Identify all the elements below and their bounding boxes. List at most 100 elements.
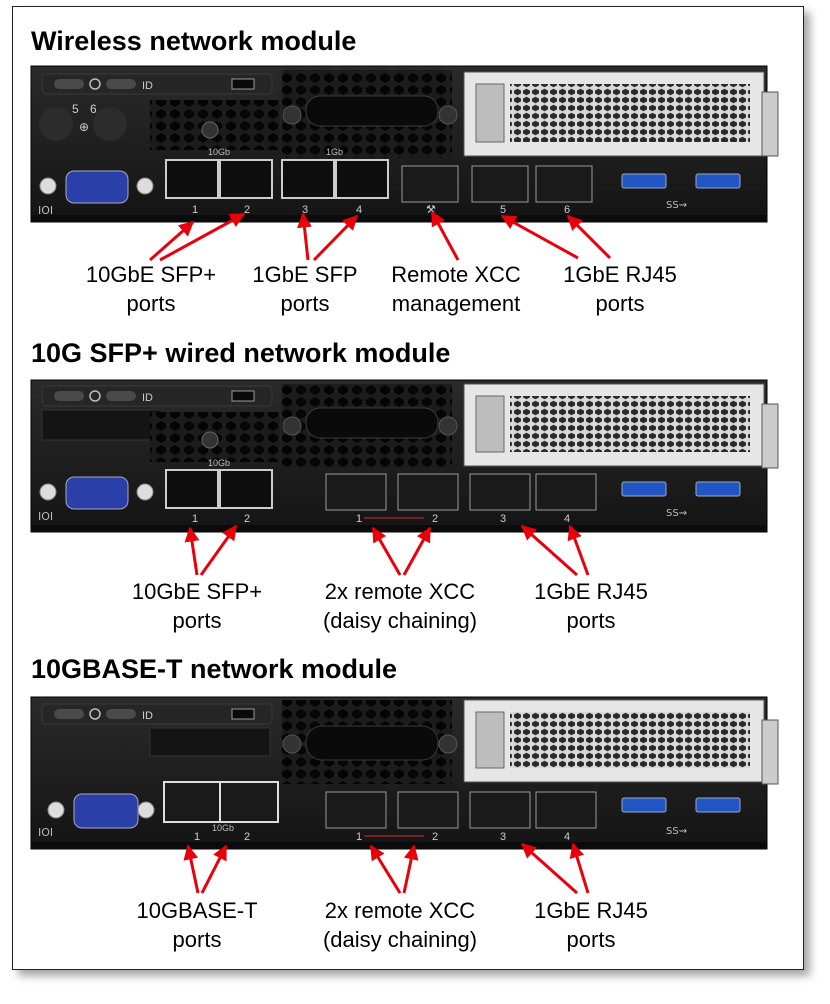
sfp-port (335, 159, 389, 199)
led-pill (106, 709, 136, 719)
callout-line: ports (566, 927, 616, 952)
led-pill (54, 391, 84, 401)
callout-label: 1GbE SFP ports (252, 260, 357, 318)
callout-line: 10GbE SFP+ (131, 579, 263, 604)
chassis-edge (31, 842, 767, 849)
id-label: ID (142, 392, 153, 404)
vga-label: IOI (38, 204, 53, 217)
status-strip (41, 703, 273, 725)
drive-latch (475, 395, 505, 453)
callout-line: 10GbE SFP+ (85, 262, 217, 287)
vga-label: IOI (38, 826, 53, 839)
power-icon (89, 390, 101, 402)
callout-line: management (391, 291, 521, 316)
callout-line: 1GbE RJ45 (534, 579, 648, 604)
port-number: 1 (356, 831, 362, 843)
vga-screw (136, 483, 154, 501)
panel-wireless: ID 5 6 ⊕ IOI 10Gb 1Gb (30, 65, 779, 262)
screw (201, 121, 219, 139)
led-pill (106, 391, 136, 401)
screw (438, 105, 458, 125)
handle (305, 725, 439, 761)
port-number: 4 (564, 831, 570, 843)
status-strip (41, 73, 273, 95)
callout-label: 1GbE RJ45 ports (534, 896, 648, 954)
rj45-port (469, 473, 531, 511)
vga-screw (39, 483, 57, 501)
callout-label: 1GbE RJ45 ports (563, 260, 677, 318)
mini-usb-port (231, 78, 255, 90)
port-number: 2 (432, 831, 438, 843)
antenna-label: 5 (72, 102, 79, 116)
handle (305, 95, 439, 127)
id-label: ID (142, 80, 153, 92)
port-number: 2 (244, 204, 250, 216)
screw (438, 416, 458, 436)
sfp-port (219, 159, 273, 199)
speed-label: 10Gb (212, 823, 234, 833)
rj45-10g-port (163, 781, 223, 823)
callout-label: Remote XCC management (391, 260, 521, 318)
wrench-icon: ⚒ (426, 203, 436, 216)
screw (282, 734, 302, 754)
port-number: 2 (432, 513, 438, 525)
power-icon (89, 78, 101, 90)
panel-10gbase-t: ID IOI 10Gb SS⇝ 1 2 1 2 3 4 (30, 696, 779, 895)
usb-ss-icon: SS⇝ (666, 508, 687, 519)
speed-label: 1Gb (326, 147, 343, 157)
sfp-port (165, 159, 219, 199)
vga-screw (136, 177, 154, 195)
section-title-10gbase-t: 10GBASE-T network module (31, 654, 398, 684)
port-number: 1 (192, 513, 198, 525)
usb-port (621, 797, 667, 813)
sfp-port (165, 469, 219, 509)
callout-arrows (149, 210, 612, 262)
rj45-port (535, 165, 593, 203)
port-number: 4 (564, 513, 570, 525)
handle (305, 407, 439, 439)
usb-port (621, 481, 667, 497)
usb-port (695, 797, 741, 813)
usb-ss-icon: SS⇝ (666, 200, 687, 211)
callout-label: 10GbE SFP+ ports (86, 260, 216, 318)
vga-screw (39, 177, 57, 195)
speed-label: 10Gb (208, 458, 230, 468)
drive-tab (761, 719, 779, 785)
drive-grill (510, 712, 750, 768)
port-number: 5 (500, 204, 506, 216)
id-label: ID (142, 710, 153, 722)
port-number: 1 (192, 204, 198, 216)
vga-screw (137, 801, 155, 819)
blank-cover (41, 409, 163, 441)
callout-line: 1GbE RJ45 (563, 262, 677, 287)
callout-label: 1GbE RJ45 ports (534, 577, 648, 635)
drive-tab (761, 403, 779, 469)
section-title-wireless: Wireless network module (31, 26, 357, 56)
power-icon (89, 708, 101, 720)
screw (282, 105, 302, 125)
callout-line: ports (126, 291, 176, 316)
rj45-port (401, 165, 459, 203)
rj45-10g-port (219, 781, 279, 823)
drive-grill (510, 396, 750, 452)
port-number: 6 (564, 204, 570, 216)
usb-ss-icon: SS⇝ (666, 826, 687, 837)
rj45-port (325, 473, 387, 511)
port-number: 3 (302, 204, 308, 216)
callout-line: Remote XCC (391, 262, 521, 287)
rj45-port (397, 791, 459, 829)
rj45-port (535, 791, 597, 829)
callout-arrows (184, 524, 590, 577)
callout-line: (daisy chaining) (322, 927, 478, 952)
antenna-cap (93, 107, 127, 141)
port-number: 2 (244, 831, 250, 843)
callout-line: 10GBASE-T (136, 898, 258, 923)
screw (282, 416, 302, 436)
vga-screw (47, 801, 65, 819)
callout-line: ports (172, 608, 222, 633)
usb-port (695, 481, 741, 497)
callout-label: 10GbE SFP+ ports (132, 577, 262, 635)
antenna-icon: ⊕ (79, 120, 89, 134)
callout-line: (daisy chaining) (322, 608, 478, 633)
